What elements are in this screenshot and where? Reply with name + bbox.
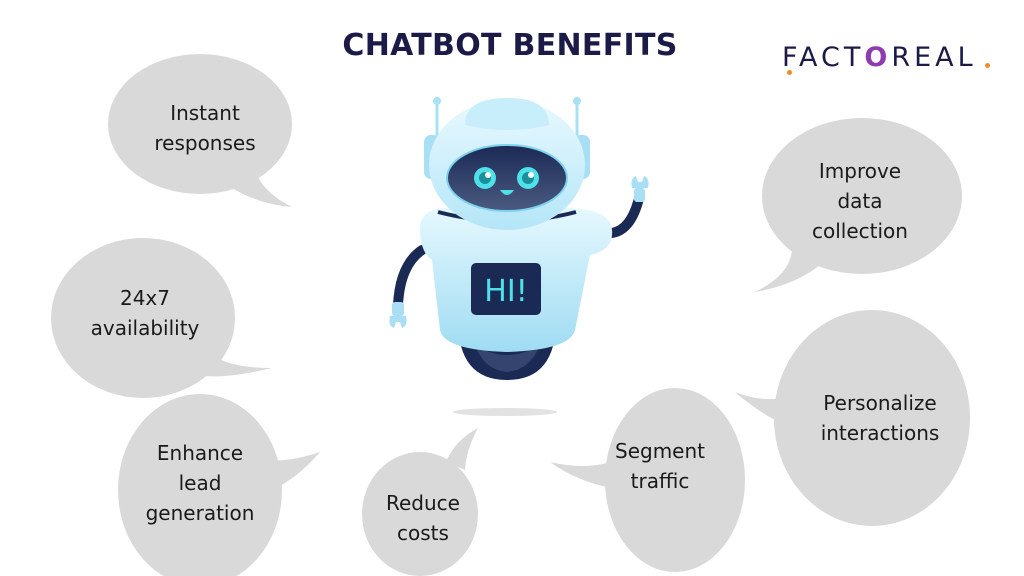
wrench-hand-icon — [389, 302, 407, 328]
robot-shadow — [453, 408, 557, 416]
robot-illustration: HI! — [389, 97, 649, 416]
bubble-segment-traffic — [550, 388, 745, 572]
logo-text-end: REAL — [891, 42, 977, 73]
brand-logo: FACTOREAL — [782, 38, 997, 78]
logo-wordmark: FACTOREAL — [782, 42, 977, 73]
bubble-instant-responses — [108, 54, 292, 207]
logo-dot-icon — [787, 70, 792, 75]
robot-eye-icon — [517, 167, 539, 189]
bubble-data-collection — [755, 118, 962, 292]
robot-left-arm — [393, 245, 427, 310]
robot-right-arm — [607, 197, 643, 238]
chest-screen: HI! — [471, 263, 541, 315]
logo-text-start: FACT — [782, 42, 865, 73]
bubble-personalize — [735, 310, 970, 526]
benefit-text: Instant responses — [154, 101, 256, 155]
benefit-text: 24x7 availability — [90, 286, 200, 340]
logo-o-mark: O — [864, 42, 892, 73]
wrench-hand-icon — [631, 176, 649, 202]
page-title: CHATBOT BENEFITS — [342, 28, 678, 63]
antenna-icon — [433, 97, 581, 140]
bubble-reduce-costs — [362, 428, 478, 576]
benefit-text: Enhance lead generation — [145, 441, 255, 525]
chest-text: HI! — [484, 274, 527, 309]
robot-eye-icon — [474, 167, 496, 189]
benefit-text: Improve data collection — [812, 159, 908, 243]
bubble-lead-generation — [118, 394, 320, 576]
benefit-text: Reduce costs — [386, 491, 460, 545]
logo-dot-icon — [985, 63, 990, 68]
benefit-text: Segment traffic — [615, 439, 705, 493]
robot-smile — [500, 190, 514, 195]
bubble-availability — [51, 238, 272, 398]
robot-head — [424, 98, 590, 230]
benefit-text: Personalize interactions — [820, 391, 940, 445]
